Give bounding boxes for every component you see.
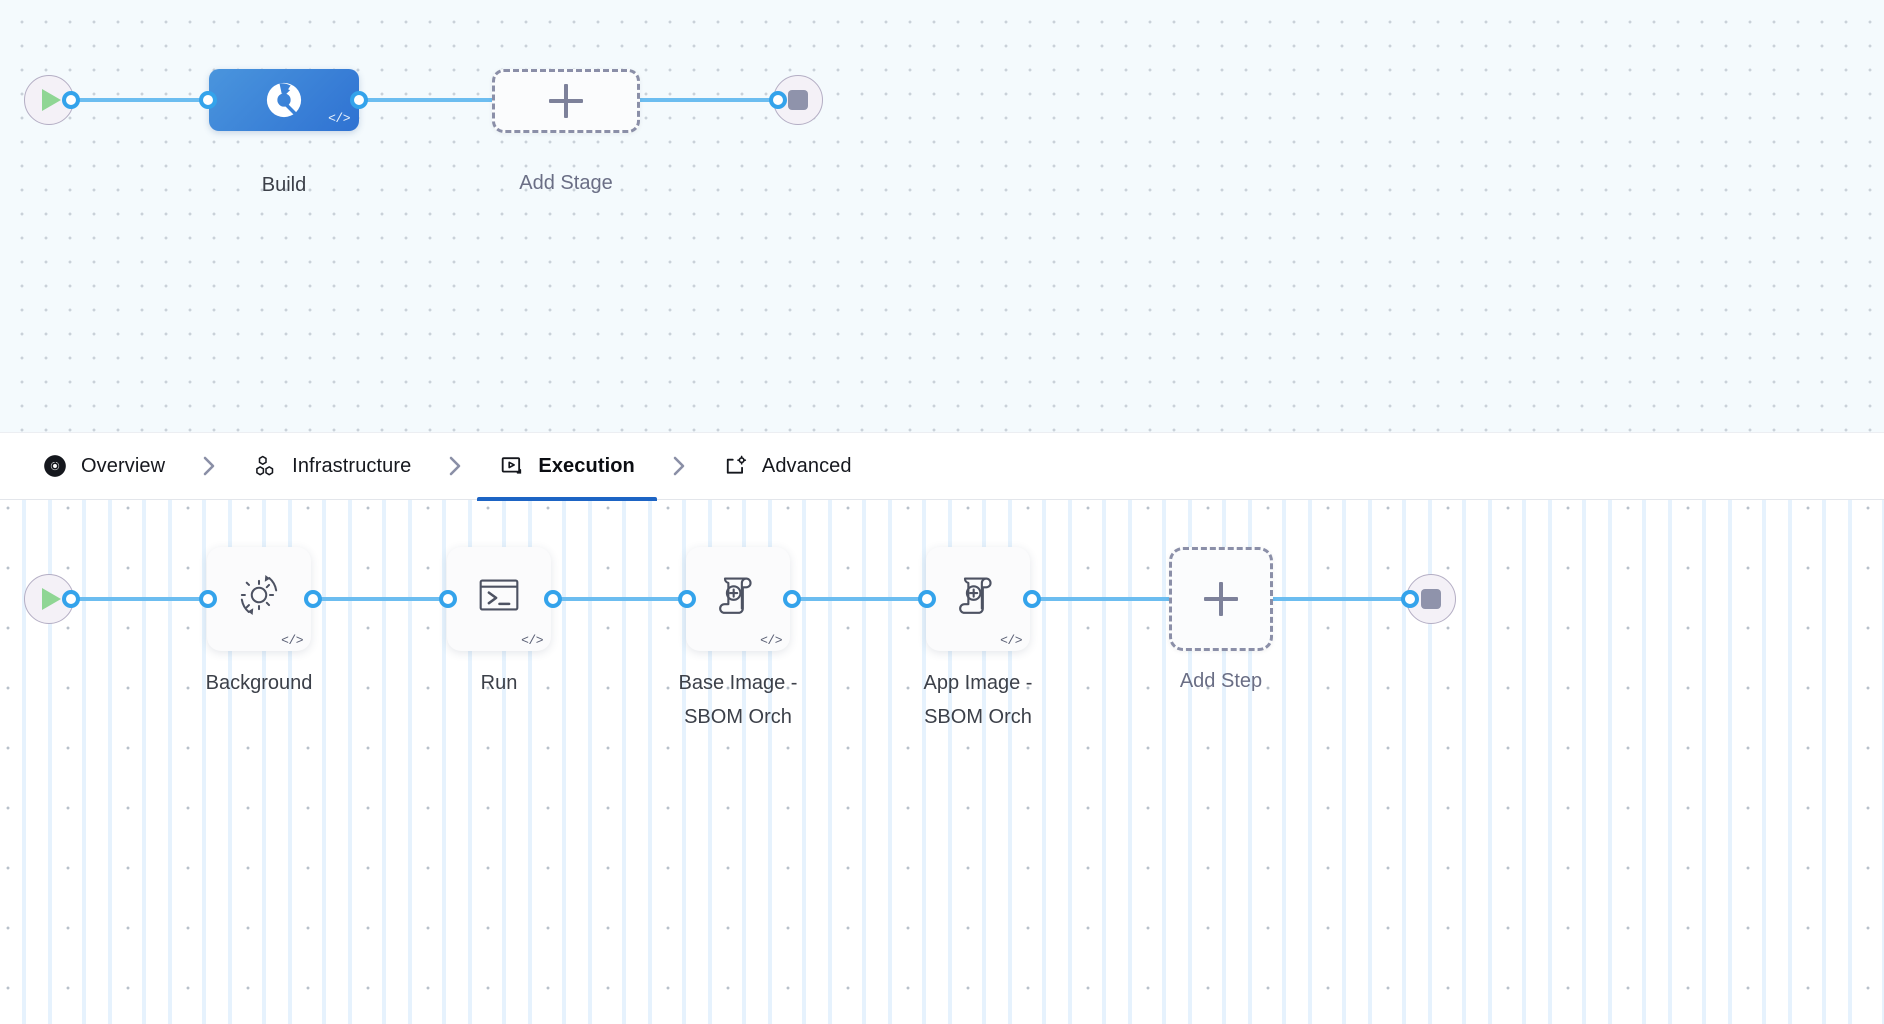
stop-icon bbox=[788, 90, 808, 110]
stage-config-tabs[interactable]: Overview Infrastructure bbox=[0, 432, 1884, 501]
code-badge: </> bbox=[760, 633, 782, 648]
tab-infrastructure[interactable]: Infrastructure bbox=[231, 432, 433, 500]
port-run-in[interactable] bbox=[439, 590, 457, 608]
code-badge: </> bbox=[521, 633, 543, 648]
plus-icon bbox=[1204, 582, 1238, 616]
chevron-right-icon bbox=[203, 456, 215, 476]
code-badge: </> bbox=[1000, 633, 1022, 648]
add-stage-node[interactable] bbox=[492, 69, 640, 133]
tab-separator bbox=[187, 453, 231, 479]
tab-label: Execution bbox=[538, 454, 635, 477]
port-base-image-in[interactable] bbox=[678, 590, 696, 608]
stage-label-build: Build bbox=[261, 174, 307, 196]
port-background-out[interactable] bbox=[304, 590, 322, 608]
tab-overview[interactable]: Overview bbox=[20, 432, 187, 500]
step-node-background[interactable]: </> bbox=[207, 547, 311, 651]
plus-icon bbox=[549, 84, 583, 118]
port-background-in[interactable] bbox=[199, 590, 217, 608]
port-build-out[interactable] bbox=[350, 91, 368, 109]
tab-label: Infrastructure bbox=[292, 454, 412, 477]
add-step-node[interactable] bbox=[1169, 547, 1273, 651]
tab-label: Overview bbox=[81, 454, 166, 477]
scroll-plus-icon bbox=[719, 577, 752, 614]
edge-start-to-build bbox=[70, 98, 220, 102]
edge-build-to-addstage bbox=[350, 98, 510, 102]
play-icon bbox=[42, 89, 61, 111]
add-step-label: Add Step bbox=[1179, 670, 1263, 692]
port-steps-start-out[interactable] bbox=[62, 590, 80, 608]
step-label-run: Run bbox=[480, 672, 518, 694]
step-node-base-image-sbom[interactable]: </> bbox=[686, 547, 790, 651]
tab-execution[interactable]: Execution bbox=[477, 432, 658, 501]
edge-addstage-to-end bbox=[630, 98, 790, 102]
add-stage-label: Add Stage bbox=[519, 172, 613, 194]
step-label-base-image-sbom: Base Image - SBOM Orch bbox=[678, 672, 798, 728]
step-node-run[interactable]: </> bbox=[447, 547, 551, 651]
harness-donut-icon bbox=[44, 455, 66, 477]
tab-separator bbox=[657, 453, 701, 479]
edge-start-to-background bbox=[70, 597, 220, 601]
terminal-icon bbox=[479, 579, 519, 611]
port-app-image-out[interactable] bbox=[1023, 590, 1041, 608]
chevron-right-icon bbox=[450, 456, 461, 476]
steps-canvas[interactable]: </> Background </> Run bbox=[0, 500, 1884, 1024]
port-end-in[interactable] bbox=[769, 91, 787, 109]
edge-baseimage-to-appimage bbox=[791, 597, 941, 601]
tab-label: Advanced bbox=[761, 454, 852, 477]
gear-refresh-icon bbox=[240, 574, 278, 615]
port-steps-end-in[interactable] bbox=[1401, 590, 1419, 608]
step-label-app-image-sbom: App Image - SBOM Orch bbox=[923, 672, 1033, 728]
chevron-right-icon bbox=[673, 456, 685, 476]
port-base-image-out[interactable] bbox=[783, 590, 801, 608]
port-start-out[interactable] bbox=[62, 91, 80, 109]
port-build-in[interactable] bbox=[199, 91, 217, 109]
stages-canvas[interactable]: </> Build Add Stage bbox=[0, 0, 1884, 432]
play-screen-icon bbox=[502, 457, 522, 474]
code-badge: </> bbox=[281, 633, 303, 648]
play-icon bbox=[42, 588, 61, 610]
window-gear-icon bbox=[726, 455, 747, 474]
edge-addstep-to-end bbox=[1271, 597, 1421, 601]
scroll-plus-icon bbox=[959, 577, 992, 614]
edge-background-to-run bbox=[312, 597, 462, 601]
port-run-out[interactable] bbox=[544, 590, 562, 608]
edge-run-to-baseimage bbox=[552, 597, 702, 601]
hexagon-cluster-icon bbox=[256, 455, 274, 476]
code-badge: </> bbox=[328, 111, 350, 126]
step-label-background: Background bbox=[205, 672, 313, 694]
tab-advanced[interactable]: Advanced bbox=[701, 432, 874, 500]
tab-separator bbox=[433, 453, 477, 479]
edge-appimage-to-addstep bbox=[1031, 597, 1181, 601]
stage-node-build[interactable]: </> bbox=[209, 69, 359, 131]
harness-donut-icon bbox=[266, 82, 302, 118]
step-node-app-image-sbom[interactable]: </> bbox=[926, 547, 1030, 651]
port-app-image-in[interactable] bbox=[918, 590, 936, 608]
stop-icon bbox=[1421, 589, 1441, 609]
